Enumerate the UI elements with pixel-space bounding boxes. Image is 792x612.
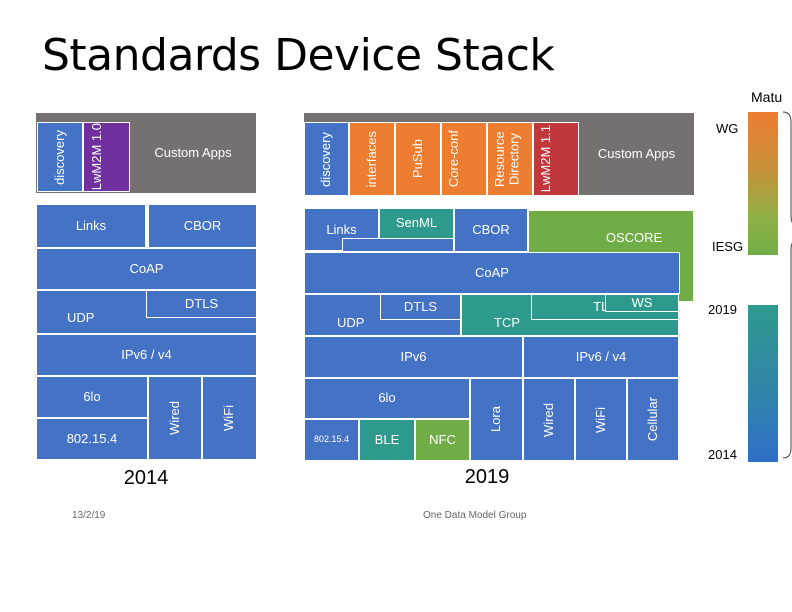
block-links-2014: Links bbox=[36, 204, 146, 248]
block-802154-2014: 802.15.4 bbox=[36, 418, 148, 460]
block-custom-apps-2019: Custom Apps bbox=[579, 113, 694, 195]
label-6lo-2014: 6lo bbox=[83, 388, 101, 404]
block-wifi-2014: WiFi bbox=[202, 376, 257, 460]
block-ip-2014: IPv6 / v4 bbox=[36, 334, 257, 376]
label-6lo-2019: 6lo bbox=[378, 390, 396, 406]
block-cellular-2019: Cellular bbox=[627, 378, 679, 461]
label-oscore-2019: OSCORE bbox=[605, 230, 663, 245]
block-wired-2019: Wired bbox=[523, 378, 575, 461]
label-custom-apps-2014: Custom Apps bbox=[154, 144, 232, 160]
block-6lo-2014: 6lo bbox=[36, 376, 148, 418]
footer-group: One Data Model Group bbox=[423, 510, 527, 521]
block-cbor-2014: CBOR bbox=[148, 204, 257, 248]
label-discovery-2014: discovery bbox=[51, 129, 67, 185]
bracket-icon bbox=[783, 111, 792, 459]
maturity-gradient-bar bbox=[748, 112, 778, 255]
label-discovery-2019: discovery bbox=[318, 131, 334, 187]
block-ws-2019: WS bbox=[605, 294, 679, 312]
label-lwm2m-2019: LwM2M 1.1 bbox=[538, 125, 553, 193]
block-dtls-2019: DTLS bbox=[380, 294, 461, 320]
maturity-heading: Matu bbox=[751, 89, 783, 105]
block-dtls-2014: DTLS bbox=[146, 290, 257, 318]
label-wg: WG bbox=[716, 121, 739, 136]
label-senml-2019: SenML bbox=[395, 215, 438, 231]
label-cbor-2014: CBOR bbox=[183, 217, 222, 233]
label-wired-2019: Wired bbox=[540, 402, 556, 437]
label-coreconf-2019: Core-conf bbox=[446, 130, 461, 188]
label-custom-apps-2019: Custom Apps bbox=[597, 145, 676, 161]
label-cellular-2019: Cellular bbox=[644, 397, 660, 442]
block-pusub-2019: PuSub bbox=[395, 122, 441, 196]
label-lora-2019: Lora bbox=[488, 406, 504, 433]
year-2014: 2014 bbox=[123, 467, 169, 489]
label-wifi-2014: WiFi bbox=[221, 405, 237, 431]
block-coreconf-2019: Core-conf bbox=[441, 122, 487, 196]
block-ble-2019: BLE bbox=[359, 419, 415, 461]
block-lora-2019: Lora bbox=[470, 378, 523, 461]
page-title: Standards Device Stack bbox=[42, 30, 555, 81]
block-6lo-2019: 6lo bbox=[304, 378, 470, 419]
label-iesg: IESG bbox=[712, 239, 744, 254]
block-ipv6-2019: IPv6 bbox=[304, 336, 523, 378]
label-links-2014: Links bbox=[75, 217, 107, 233]
label-ipv6v4-2019: IPv6 / v4 bbox=[575, 348, 627, 364]
label-wired-2014: Wired bbox=[166, 401, 182, 435]
label-ipv6-2019: IPv6 bbox=[400, 348, 427, 364]
block-lwm2m-2014: LwM2M 1.0 bbox=[83, 122, 130, 192]
label-dtls-2014: DTLS bbox=[184, 295, 219, 311]
block-links-base-2019 bbox=[342, 238, 454, 252]
label-interfaces-2019: interfaces bbox=[363, 130, 379, 188]
block-wired-2014: Wired bbox=[148, 376, 202, 460]
year-gradient-bar bbox=[748, 305, 778, 462]
block-senml-2019: SenML bbox=[379, 208, 454, 239]
block-discovery-2019: discovery bbox=[304, 122, 349, 196]
block-coap-2019: CoAP bbox=[304, 252, 680, 294]
label-ble-2019: BLE bbox=[374, 431, 400, 447]
label-wifi-2019: WiFi bbox=[592, 406, 608, 433]
block-coap-2014: CoAP bbox=[36, 248, 257, 290]
year-2019: 2019 bbox=[464, 466, 510, 488]
block-wifi-2019: WiFi bbox=[575, 378, 627, 461]
label-udp-2014: UDP bbox=[67, 309, 95, 325]
label-links-2019: Links bbox=[326, 222, 357, 237]
label-resource-directory-2019: Resource Directory bbox=[492, 131, 522, 187]
label-coap-2019: CoAP bbox=[475, 264, 509, 280]
block-interfaces-2019: interfaces bbox=[349, 122, 395, 196]
block-resource-directory-2019: Resource Directory bbox=[487, 122, 533, 196]
label-ws-2019: WS bbox=[631, 294, 653, 310]
label-2019: 2019 bbox=[708, 302, 737, 317]
block-nfc-2019: NFC bbox=[415, 419, 470, 461]
block-discovery-2014: discovery bbox=[37, 122, 83, 192]
label-802154-2019: 802.15.4 bbox=[313, 434, 350, 445]
label-802154-2014: 802.15.4 bbox=[66, 430, 118, 446]
label-lwm2m-2014: LwM2M 1.0 bbox=[88, 123, 104, 191]
label-tcp-2019: TCP bbox=[494, 314, 520, 330]
label-nfc-2019: NFC bbox=[429, 431, 456, 447]
footer-date: 13/2/19 bbox=[72, 510, 106, 521]
label-dtls-2019: DTLS bbox=[403, 298, 438, 314]
label-pusub-2019: PuSub bbox=[409, 139, 425, 179]
label-ip-2014: IPv6 / v4 bbox=[121, 346, 172, 362]
label-2014: 2014 bbox=[708, 447, 737, 462]
block-cbor-2019: CBOR bbox=[454, 208, 528, 252]
block-ipv6v4-2019: IPv6 / v4 bbox=[523, 336, 679, 378]
block-lwm2m-2019: LwM2M 1.1 bbox=[533, 122, 579, 196]
block-802154-2019: 802.15.4 bbox=[304, 419, 359, 461]
label-coap-2014: CoAP bbox=[129, 260, 164, 276]
label-udp-2019: UDP bbox=[337, 314, 365, 330]
label-cbor-2019: CBOR bbox=[472, 222, 510, 237]
block-custom-apps-2014: Custom Apps bbox=[130, 113, 256, 193]
